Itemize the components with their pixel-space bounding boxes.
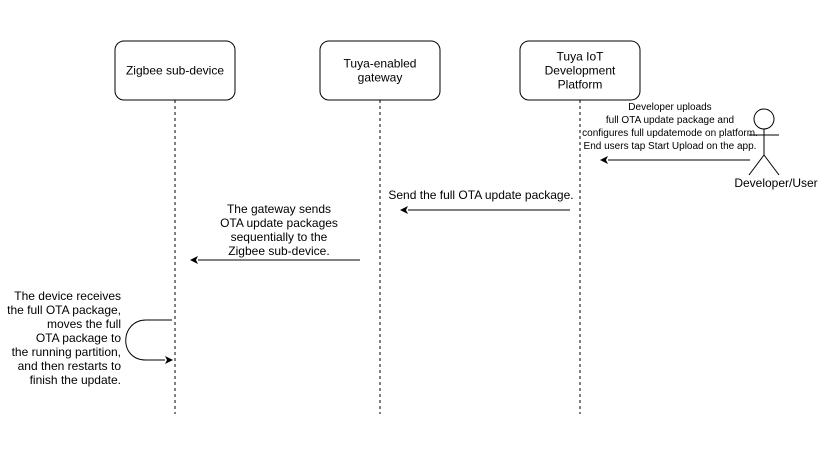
- message-line: OTA update packages: [220, 216, 338, 230]
- participant-box: [114, 40, 236, 101]
- participant-tuya-iot-development-platform: Tuya IoT Development Platform: [519, 40, 641, 101]
- message-line: finish the update.: [30, 373, 121, 387]
- message-send: Send the full OTA update package.: [388, 188, 574, 214]
- message-line: the running partition,: [12, 345, 121, 359]
- actor-developer-user: Developer/User: [734, 108, 818, 190]
- self-message-loop: [125, 319, 172, 361]
- message-line: sequentially to the: [231, 230, 328, 244]
- participant-label: Zigbee sub-device: [126, 64, 224, 78]
- participant-label: Platform: [558, 78, 603, 92]
- participant-zigbee-sub-device: Zigbee sub-device: [114, 40, 236, 101]
- message-line: OTA package to: [36, 331, 121, 345]
- message-line: configures full updatemode on platform.: [582, 128, 758, 139]
- message-line: and then restarts to: [18, 359, 122, 373]
- message-line: full OTA update package and: [606, 115, 734, 126]
- participant-label: Tuya-enabled: [344, 57, 417, 71]
- arrowhead-icon: [165, 356, 173, 364]
- participant-box: [519, 40, 641, 101]
- participant-box: [319, 40, 441, 101]
- message-line: The gateway sends: [227, 202, 331, 216]
- participant-label: gateway: [358, 71, 403, 85]
- message-label: Send the full OTA update package.: [388, 188, 573, 202]
- arrowhead-icon: [400, 206, 408, 214]
- message-self: The device receives the full OTA package…: [7, 289, 173, 387]
- actor-label: Developer/User: [734, 176, 817, 190]
- message-label: The device receives the full OTA package…: [7, 289, 121, 387]
- message-label: The gateway sends OTA update packages se…: [220, 202, 338, 258]
- message-line: End users tap Start Upload on the app.: [584, 141, 757, 152]
- participant-label: Development: [545, 64, 616, 78]
- arrowhead-icon: [600, 156, 608, 164]
- stick-figure-icon: [748, 108, 780, 176]
- message-upload: Developer uploads full OTA update packag…: [582, 102, 758, 164]
- message-forward: The gateway sends OTA update packages se…: [190, 202, 360, 264]
- arrowhead-icon: [190, 256, 198, 264]
- participant-label: Tuya IoT: [557, 50, 605, 64]
- message-label: Developer uploads full OTA update packag…: [582, 102, 758, 152]
- message-line: the full OTA package,: [7, 303, 121, 317]
- message-line: moves the full: [47, 317, 121, 331]
- message-line: The device receives: [14, 289, 121, 303]
- message-line: Zigbee sub-device.: [228, 244, 329, 258]
- message-line: Developer uploads: [628, 102, 711, 113]
- participant-tuya-enabled-gateway: Tuya-enabled gateway: [319, 40, 441, 101]
